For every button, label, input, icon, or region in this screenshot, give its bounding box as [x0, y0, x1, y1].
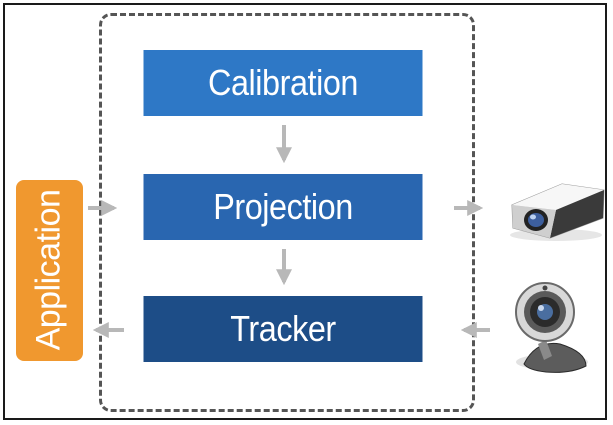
projection-label: Projection	[213, 186, 353, 227]
tracker-block: Tracker	[143, 296, 423, 362]
projector-icon	[510, 183, 605, 241]
webcam-icon	[515, 282, 588, 373]
calibration-block: Calibration	[143, 50, 423, 116]
application-block	[16, 180, 83, 361]
tracker-label: Tracker	[230, 308, 336, 349]
projection-block: Projection	[143, 174, 423, 240]
calibration-label: Calibration	[208, 62, 358, 103]
